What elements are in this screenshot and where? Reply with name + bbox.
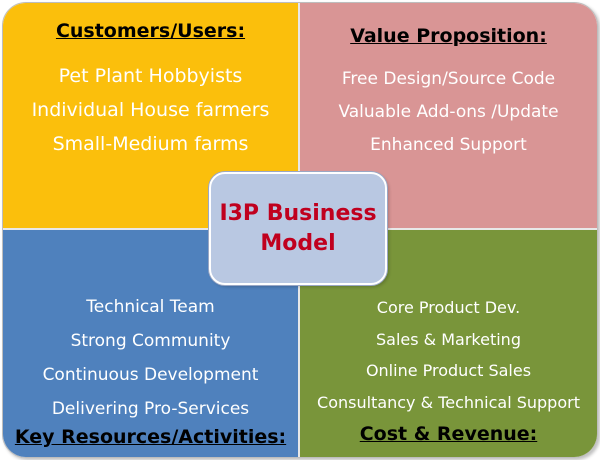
key-resources-item: Strong Community — [70, 331, 231, 351]
value-proposition-item: Enhanced Support — [370, 135, 527, 155]
cost-revenue-item: Consultancy & Technical Support — [317, 392, 580, 412]
cost-revenue-item: Core Product Dev. — [376, 298, 521, 317]
center-title-line-1: I3P Business — [219, 200, 377, 226]
value-proposition-heading: Value Proposition: — [350, 25, 547, 47]
cost-revenue-list: Core Product Dev. Sales & Marketing Onli… — [300, 292, 597, 418]
cost-revenue-item: Online Product Sales — [365, 361, 532, 380]
customers-item: Pet Plant Hobbyists — [58, 65, 243, 87]
key-resources-quadrant: Technical Team Strong Community Continuo… — [3, 230, 300, 457]
value-proposition-item: Valuable Add-ons /Update — [338, 102, 559, 122]
cost-revenue-item: Sales & Marketing — [376, 329, 521, 349]
key-resources-heading: Key Resources/Activities: — [14, 426, 287, 448]
key-resources-item: Continuous Development — [42, 365, 259, 385]
value-proposition-item: Free Design/Source Code — [341, 69, 556, 89]
center-title-line-2: Model — [260, 230, 336, 256]
cost-revenue-heading: Cost & Revenue: — [359, 423, 538, 445]
key-resources-item: Delivering Pro-Services — [51, 399, 250, 419]
customers-list: Pet Plant Hobbyists Individual House far… — [3, 59, 298, 161]
customers-heading: Customers/Users: — [55, 20, 246, 42]
key-resources-list: Technical Team Strong Community Continuo… — [3, 290, 298, 426]
value-proposition-list: Free Design/Source Code Valuable Add-ons… — [300, 63, 597, 162]
center-title-box: I3P Business Model — [209, 172, 387, 285]
customers-item: Individual House farmers — [31, 99, 270, 121]
customers-item: Small-Medium farms — [52, 133, 249, 155]
key-resources-item: Technical Team — [86, 297, 215, 317]
